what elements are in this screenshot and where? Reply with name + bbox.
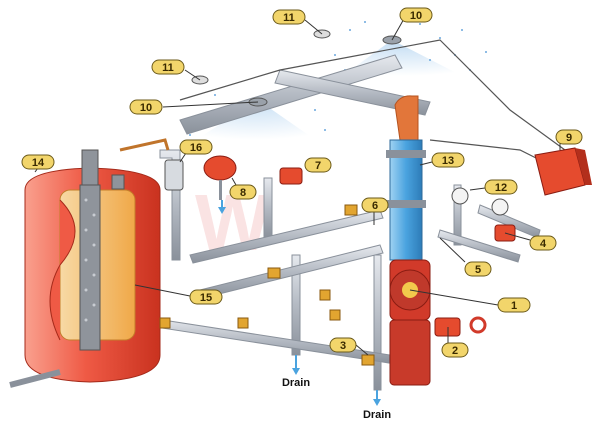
callout-7 — [304, 157, 332, 173]
callout-label-16: 16 — [190, 142, 202, 154]
callout-16 — [179, 139, 213, 155]
callout-labels: 1 2 3 4 5 6 7 8 9 10 10 11 11 12 13 14 1… — [32, 10, 572, 357]
callout-label-10b: 10 — [410, 10, 422, 22]
callout-label-4: 4 — [540, 238, 547, 250]
callout-label-14: 14 — [32, 157, 45, 169]
callout-4 — [529, 235, 557, 251]
callout-13 — [431, 152, 465, 168]
callout-label-15: 15 — [200, 292, 212, 304]
callout-label-8: 8 — [240, 187, 246, 199]
drain-label-bottom: Drain — [363, 409, 391, 421]
callout-11b — [272, 9, 306, 25]
callout-label-11b: 11 — [283, 12, 295, 24]
control-panel — [534, 147, 592, 196]
alarm-bell — [203, 155, 303, 200]
alarm-valve — [389, 259, 431, 386]
callout-9 — [555, 129, 583, 145]
callout-8 — [229, 184, 257, 200]
callout-11a — [151, 59, 185, 75]
callout-15 — [189, 289, 223, 305]
callout-label-12: 12 — [495, 182, 507, 194]
callout-12 — [484, 179, 518, 195]
callout-label-6: 6 — [372, 200, 378, 212]
callout-label-9: 9 — [566, 132, 572, 144]
pressure-tank — [9, 149, 161, 388]
callout-label-1: 1 — [511, 300, 517, 312]
callout-label-10a: 10 — [140, 102, 152, 114]
accelerator-device — [434, 316, 487, 337]
callout-2 — [441, 342, 469, 358]
callout-label-5: 5 — [475, 264, 481, 276]
callout-14 — [21, 154, 55, 170]
callout-3 — [329, 337, 357, 353]
drain-label-left: Drain — [282, 377, 310, 389]
callout-6 — [361, 197, 389, 213]
trim-device — [164, 159, 184, 191]
callout-5 — [464, 261, 492, 277]
riser-water-column — [386, 139, 426, 261]
callout-10a — [129, 99, 163, 115]
callout-label-2: 2 — [452, 345, 458, 357]
valve-handles — [159, 204, 375, 366]
callout-label-11a: 11 — [162, 62, 174, 74]
callout-label-7: 7 — [315, 160, 321, 172]
callouts — [21, 7, 583, 358]
gauge — [451, 187, 509, 216]
drains: Drain Drain — [218, 200, 391, 421]
callout-label-3: 3 — [340, 340, 346, 352]
callout-1 — [497, 297, 531, 313]
callout-10b — [399, 7, 433, 23]
pipework — [119, 39, 566, 391]
callout-label-13: 13 — [442, 155, 454, 167]
